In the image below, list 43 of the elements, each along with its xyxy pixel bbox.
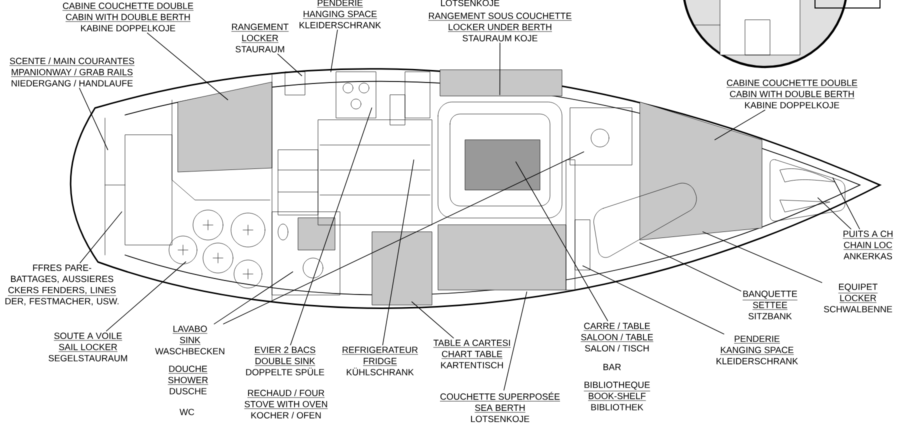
part-label: PENDERIE KANGING SPACE KLEIDERSCHRANK <box>716 336 798 364</box>
part-label: EVIER 2 BACS DOUBLE SINK DOPPELTE SPÜLE <box>246 346 324 376</box>
part-label: PENDERIE HANGING SPACE KLEIDERSCHRANK <box>300 0 381 28</box>
part-label: BAR <box>604 364 621 370</box>
part-label: LAVABO SINK WASCHBECKEN <box>155 326 224 354</box>
leader-line <box>146 32 228 100</box>
part-label: BANQUETTE SETTEE SITZBANK <box>742 290 798 320</box>
part-label: BIBLIOTHEQUE BOOK-SHELF BIBLIOTHEK <box>584 382 650 410</box>
part-label: CARRE / TABLE SALOON / TABLE SALON / TISCH <box>580 322 654 352</box>
part-label: TABLE A CARTESI CHART TABLE KARTENTISCH <box>433 340 511 368</box>
part-label: WC <box>180 408 194 416</box>
part-label: RECHAUD / FOUR STOVE WITH OVEN KOCHER / OFEN <box>244 390 328 418</box>
part-label: CABINE COUCHETTE DOUBLE CABIN WITH DOUBLE BERTH KABINE DOPPELKOJE <box>726 80 858 108</box>
leader-line <box>290 107 372 346</box>
part-label: RANGEMENT LOCKER STAURAUM <box>231 24 289 52</box>
leader-line <box>582 265 724 334</box>
leader-line <box>832 177 860 230</box>
leader-line <box>223 151 584 324</box>
leader-line <box>702 231 822 283</box>
leader-line <box>277 54 302 76</box>
part-label: RANGEMENT SOUS COUCHETTE LOCKER UNDER BERTH STAURAUM KOJE <box>428 12 572 42</box>
leader-line <box>214 271 294 324</box>
leader-line <box>330 30 338 72</box>
part-label: CABINE COUCHETTE DOUBLE CABIN WITH DOUBLE BERTH KABINE DOPPELKOJE <box>62 2 194 32</box>
leader-line <box>106 261 186 332</box>
part-label: COUCHETTE SUPERPOSÉE SEA BERTH LOTSENKOJE <box>440 392 560 422</box>
leader-line <box>714 110 766 140</box>
part-label: FFRES PARE-BATTAGES, AUSSIERES CKERS FENDERS, LINES DER, FESTMACHER, USW. <box>5 264 118 306</box>
leader-line <box>80 211 122 264</box>
part-label: SCENTE / MAIN COURANTES MPANIONWAY / GRAB RAILS NIEDERGANG / HANDLAUFE <box>9 58 135 86</box>
part-label: SOUTE A VOILE SAIL LOCKER SEGELSTAURAUM <box>48 332 128 362</box>
part-label: DOUCHE SHOWER DUSCHE <box>168 366 208 394</box>
leader-line <box>382 159 414 346</box>
leader-line <box>639 242 742 292</box>
leader-line <box>79 88 108 150</box>
part-label: EQUIPET LOCKER SCHWALBENNE <box>824 284 892 312</box>
leader-line <box>515 161 608 322</box>
leader-line <box>499 42 500 96</box>
leader-line <box>504 291 528 391</box>
part-label: PUITS A CH CHAIN LOC ANKERKAS <box>842 230 894 260</box>
leader-line <box>411 301 454 338</box>
part-label: REFRIGERATEUR FRIDGE KÜHLSCHRANK <box>342 346 418 376</box>
leader-line <box>817 197 852 230</box>
